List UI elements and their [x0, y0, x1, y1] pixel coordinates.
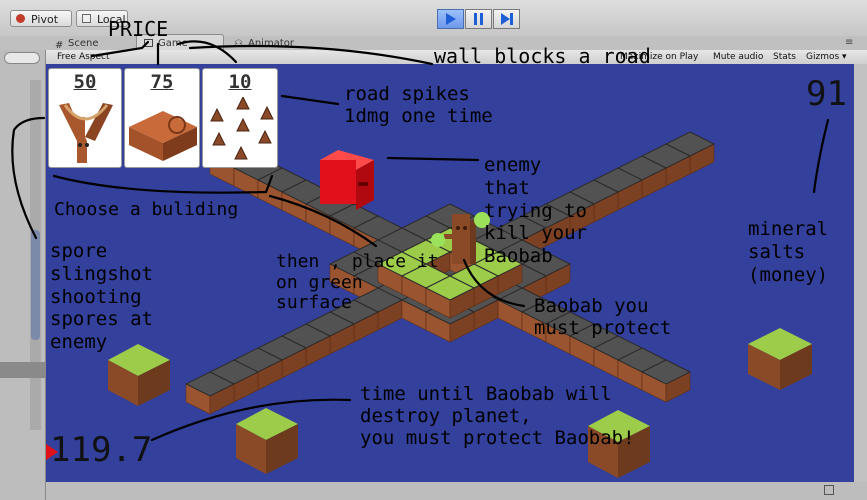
tab-animator-label: Animator	[248, 38, 294, 49]
wall-block-icon	[129, 111, 197, 161]
panel-menu-icon[interactable]: ≡	[845, 37, 854, 48]
building-card-wall[interactable]: 75	[124, 68, 200, 168]
tab-animator[interactable]: ⚇ Animator	[232, 37, 294, 50]
play-button[interactable]	[437, 9, 464, 29]
mute-label: Mute audio	[713, 52, 764, 62]
price-annotation: PRICE	[108, 17, 169, 41]
search-input[interactable]	[4, 52, 40, 64]
local-button[interactable]: Local	[76, 10, 128, 27]
step-icon	[501, 13, 513, 25]
floating-island-right	[748, 328, 812, 390]
gizmos-label: Gizmos	[806, 52, 840, 62]
spikes-annotation: road spikes 1dmg one time	[344, 83, 493, 127]
aspect-dropdown[interactable]: Free Aspect	[57, 51, 117, 63]
maximize-label: Maximize on Play	[620, 52, 699, 62]
spikes-arrow	[280, 94, 340, 106]
floating-island-center	[588, 410, 650, 478]
tab-scene[interactable]: # Scene	[52, 37, 99, 51]
money-counter: 91	[806, 74, 847, 114]
scene-icon: #	[55, 40, 64, 51]
slingshot-price: 50	[73, 71, 97, 93]
scrollbar-thumb[interactable]	[31, 230, 40, 340]
mineral-annotation: mineral salts (money)	[748, 218, 829, 286]
place-arrow	[268, 194, 378, 248]
tab-scene-label: Scene	[68, 38, 99, 49]
pivot-label: Pivot	[31, 13, 59, 26]
pivot-button[interactable]: Pivot	[10, 10, 72, 27]
wall-price: 75	[150, 71, 174, 93]
price-arrow-3	[176, 40, 238, 64]
game-icon	[144, 39, 153, 47]
baobab-annotation: Baobab you must protect	[534, 295, 672, 339]
hierarchy-panel	[0, 50, 46, 500]
play-icon	[446, 13, 456, 25]
tab-game-text: Game	[142, 37, 188, 50]
spore-arrow	[11, 116, 46, 240]
aspect-label: Free Aspect	[57, 52, 110, 62]
enemy-arrow	[386, 156, 480, 162]
enemy-cube	[320, 150, 374, 210]
choose-annotation: Choose a buliding	[54, 199, 239, 220]
local-icon	[82, 14, 91, 23]
mineral-arrow	[812, 118, 830, 194]
pivot-icon	[16, 14, 25, 23]
timer-counter: 119.7	[50, 430, 153, 470]
stats-toggle[interactable]: Stats	[773, 51, 796, 63]
pause-icon	[474, 13, 483, 25]
gizmos-dropdown[interactable]: Gizmos ▾	[806, 52, 847, 62]
enemy-annotation: enemy that trying to kill your Baobab	[484, 154, 587, 268]
tab-game-label: Game	[158, 38, 188, 49]
mute-audio-toggle[interactable]: Mute audio	[713, 51, 763, 63]
status-bar	[46, 482, 867, 500]
spore-annotation: spore slingshot shooting spores at enemy	[50, 240, 153, 354]
price-arrow-1	[90, 40, 150, 58]
road-tile	[640, 359, 692, 403]
maximize-on-play-toggle[interactable]: Maximize on Play	[620, 51, 698, 63]
spikes-price: 10	[228, 71, 252, 93]
wall-arrow	[188, 44, 434, 66]
choose-arrow	[52, 174, 274, 194]
time-annotation: time until Baobab will destroy planet, y…	[360, 383, 635, 449]
place-annotation: then , place it on green surface	[276, 251, 439, 314]
spawn-marker	[46, 444, 58, 460]
spikes-icon	[210, 97, 274, 160]
building-card-spikes[interactable]: 10	[202, 68, 278, 168]
time-arrow	[150, 398, 352, 442]
game-scene	[46, 64, 854, 482]
baobab-arrow	[462, 258, 526, 308]
baobab-tree	[431, 212, 490, 264]
local-label: Local	[97, 13, 126, 26]
floating-island-left	[108, 344, 170, 406]
grass-platform	[376, 227, 524, 319]
step-button[interactable]	[493, 9, 520, 29]
floating-island-bottom	[236, 408, 298, 474]
grass-tile	[424, 275, 476, 319]
right-scroll-region	[854, 64, 867, 482]
road-tile	[184, 371, 236, 415]
resize-icon	[824, 485, 834, 495]
animator-icon: ⚇	[234, 39, 243, 50]
scrollbar-track[interactable]	[30, 80, 41, 430]
wall-annotation: wall blocks a road	[434, 44, 651, 68]
stats-label: Stats	[773, 52, 796, 62]
panel-divider	[0, 362, 46, 378]
slingshot-icon	[59, 103, 113, 163]
building-card-slingshot[interactable]: 50	[48, 68, 122, 168]
game-viewport[interactable]	[46, 64, 854, 482]
pause-button[interactable]	[465, 9, 492, 29]
